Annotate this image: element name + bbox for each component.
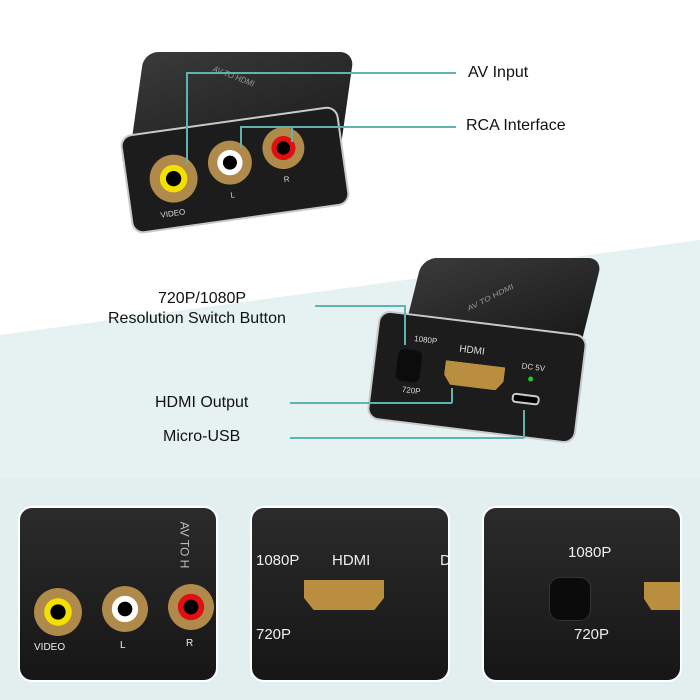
label-720p: 720P bbox=[401, 384, 422, 397]
brand-text: AV TO HDMI bbox=[211, 64, 257, 89]
hdmi-port bbox=[443, 360, 505, 391]
rca-port-video bbox=[146, 151, 201, 206]
resolution-switch-button[interactable] bbox=[395, 348, 423, 383]
panel1-video: VIDEO bbox=[34, 642, 66, 653]
callout-line-rca-v2 bbox=[291, 126, 293, 142]
label-dc5v: DC 5V bbox=[521, 361, 546, 374]
label-1080p: 1080P bbox=[413, 334, 438, 346]
panel3-720p: 720P bbox=[574, 626, 610, 643]
rca-port-r bbox=[259, 124, 308, 172]
label-rca-interface: RCA Interface bbox=[466, 117, 566, 134]
callout-line-rca-v bbox=[240, 126, 242, 148]
panel1-brand: AV TO H bbox=[177, 521, 192, 569]
callout-line-av bbox=[186, 72, 456, 74]
panel1-l-port bbox=[102, 586, 148, 632]
panel2-hdmi-port bbox=[304, 580, 384, 610]
label-l: L bbox=[229, 190, 236, 200]
panel2-hdmi: HDMI bbox=[332, 552, 371, 569]
callout-line-resolution bbox=[315, 305, 405, 307]
label-resolution-1: 720P/1080P bbox=[158, 290, 247, 307]
callout-line-usb-v bbox=[523, 410, 525, 438]
callout-line-resolution-v bbox=[404, 305, 406, 345]
brand-text-2: AV TO HDMI bbox=[466, 282, 515, 313]
panel1-l: L bbox=[120, 640, 126, 651]
panel3-1080p: 1080P bbox=[568, 544, 612, 561]
panel1-r: R bbox=[186, 638, 194, 649]
label-micro-usb: Micro-USB bbox=[163, 428, 241, 445]
callout-line-usb bbox=[290, 437, 524, 439]
callout-line-hdmi-v bbox=[451, 388, 453, 403]
panel3-switch-button[interactable] bbox=[550, 578, 590, 620]
label-hdmi-output: HDMI Output bbox=[155, 394, 249, 411]
panel1-video-port bbox=[34, 588, 82, 636]
detail-panel-hdmi: 1080P HDMI D 720P bbox=[250, 506, 450, 682]
rca-port-l bbox=[205, 137, 255, 188]
led-indicator bbox=[527, 376, 534, 382]
panel3-hdmi-port bbox=[644, 582, 680, 610]
label-r: R bbox=[283, 174, 291, 185]
detail-panel-switch: 1080P 720P bbox=[482, 506, 682, 682]
panel2-1080p: 1080P bbox=[256, 552, 300, 569]
callout-line-av-v bbox=[186, 72, 188, 164]
label-video: VIDEO bbox=[159, 207, 186, 220]
callout-line-hdmi bbox=[290, 402, 452, 404]
micro-usb-port bbox=[511, 392, 541, 406]
label-hdmi: HDMI bbox=[458, 343, 486, 358]
panel1-r-port bbox=[168, 584, 214, 630]
detail-panel-rca: AV TO H VIDEO L R bbox=[18, 506, 218, 682]
panel2-d: D bbox=[440, 552, 450, 569]
label-resolution-2: Resolution Switch Button bbox=[108, 310, 286, 327]
panel2-720p: 720P bbox=[256, 626, 292, 643]
callout-line-rca bbox=[240, 126, 456, 128]
label-av-input: AV Input bbox=[468, 64, 529, 81]
